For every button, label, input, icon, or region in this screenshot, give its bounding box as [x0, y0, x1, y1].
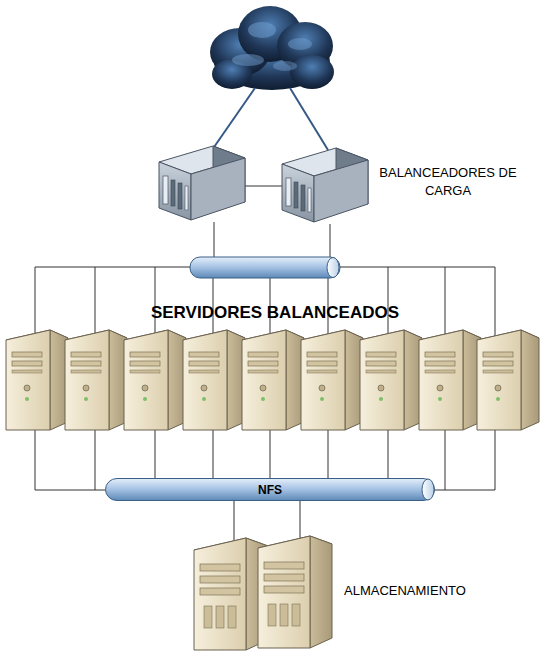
bus-label: NFS: [258, 483, 282, 497]
group-heading: SERVIDORES BALANCEADOS: [115, 302, 435, 325]
nfs-bus: NFS: [105, 478, 435, 501]
group-label: BALANCEADORES DE CARGA: [378, 164, 518, 199]
storage-icon: [194, 536, 332, 650]
load-balancer-icon: [159, 146, 245, 220]
group-label: ALMACENAMIENTO: [344, 582, 514, 600]
downlink-wire: [214, 222, 330, 262]
server-wiring: [35, 420, 495, 548]
internet-cloud: [210, 6, 334, 90]
load-balancer-icon: [282, 148, 368, 222]
network-bus: [190, 257, 340, 278]
server-icon-row: [6, 330, 539, 430]
heartbeat-wire: [245, 186, 282, 187]
uplink-wire: [212, 88, 328, 150]
